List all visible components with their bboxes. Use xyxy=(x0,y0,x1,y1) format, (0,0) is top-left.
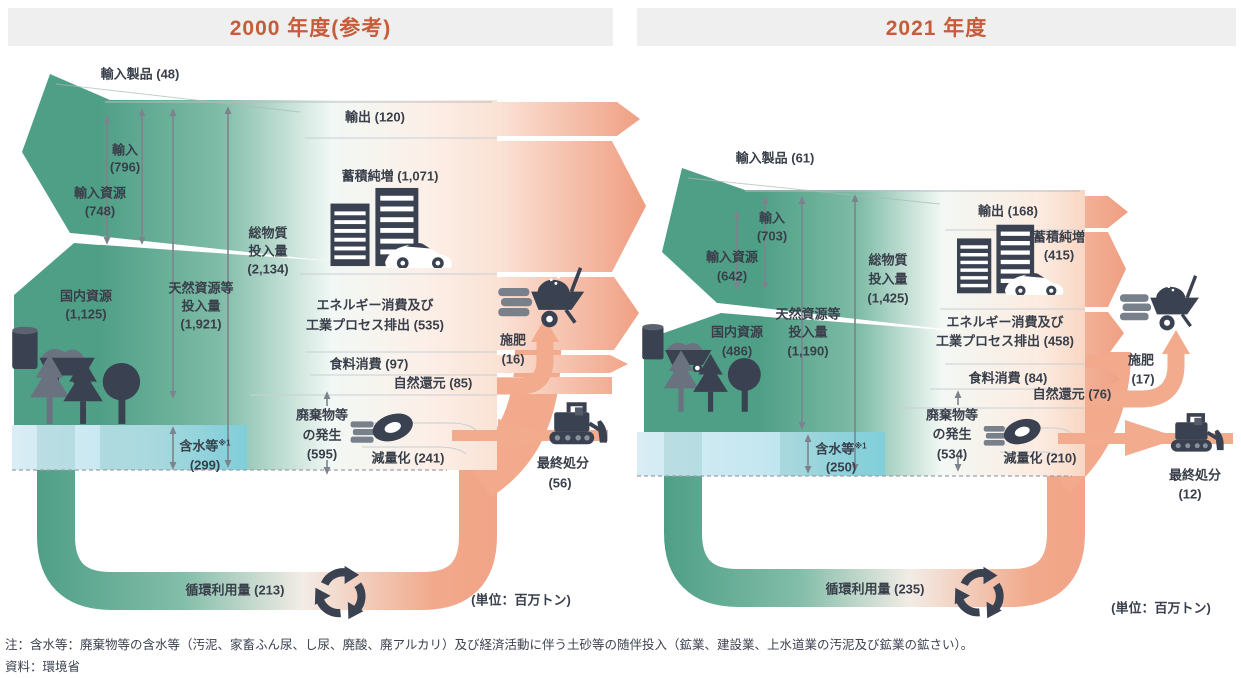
label-imports-value: (703) xyxy=(756,228,788,244)
wedge-notch xyxy=(717,303,970,332)
footnote: 注：含水等：廃棄物等の含水等（汚泥、家畜ふん尿、し尿、廃酸、廃アルカリ）及び経済… xyxy=(5,638,974,652)
label-imports: 輸入 xyxy=(111,142,139,158)
label-cyclic-use: 循環利用量 (235) xyxy=(825,581,925,597)
exports-chevron xyxy=(1085,196,1128,228)
label-fertilizer: 施肥 xyxy=(499,332,527,348)
cyclic-loop-band xyxy=(664,400,1085,607)
label-natural-input: 天然資源等 xyxy=(775,306,841,322)
flow-2000 xyxy=(10,74,646,624)
label-energy: エネルギー消費及び xyxy=(946,314,1064,330)
label-final-disposal-value: (56) xyxy=(548,475,572,491)
label-fertilizer-value: (17) xyxy=(1131,371,1155,387)
fertilizer-arrowhead xyxy=(531,318,559,342)
label-water-value: (299) xyxy=(189,457,221,473)
food-chevron xyxy=(497,355,628,373)
label-natural-input-2: 投入量 xyxy=(181,298,221,314)
label-waste: 廃棄物等 xyxy=(295,407,349,423)
label-fertilizer-value: (16) xyxy=(501,351,525,367)
label-nature-return: 自然還元 (76) xyxy=(1032,386,1112,402)
label-imported-resources-value: (748) xyxy=(84,203,116,219)
label-total-input: 総物質 xyxy=(868,252,908,268)
label-natural-input-value: (1,190) xyxy=(787,343,829,359)
label-natural-input-value: (1,921) xyxy=(180,316,222,332)
fertilizer-arrow-shaft xyxy=(497,340,554,395)
label-final-disposal: 最終処分 xyxy=(1168,467,1222,483)
label-water: 含水等※1 xyxy=(815,441,867,457)
label-total-input-2: 投入量 xyxy=(868,271,908,287)
panel-title-2021: 2021 年度 xyxy=(637,8,1236,46)
stock-chevron xyxy=(497,141,646,272)
label-stock-value: (415) xyxy=(1043,247,1075,263)
label-stock: 蓄積純増 (1,071) xyxy=(341,168,439,184)
label-waste-value: (534) xyxy=(936,446,968,462)
label-total-input: 総物質 xyxy=(248,225,288,241)
label-domestic-resources: 国内資源 xyxy=(59,288,113,304)
label-reduction: 減量化 (210) xyxy=(1003,450,1077,466)
label-waste: 廃棄物等 xyxy=(925,407,979,423)
label-imports: 輸入 xyxy=(758,210,786,226)
wedge-notch xyxy=(70,233,330,261)
bulldozer-icon xyxy=(1169,413,1226,454)
label-imported-resources: 輸入資源 xyxy=(705,249,759,265)
cyclic-loop-band xyxy=(37,340,497,610)
stock-chevron xyxy=(1085,232,1126,307)
fertilizer-wheelbarrow-icon xyxy=(1120,274,1201,333)
label-stock: 蓄積純増 xyxy=(1032,229,1086,245)
label-natural-input: 天然資源等 xyxy=(168,280,234,296)
label-waste-2: の発生 xyxy=(302,427,342,443)
energy-chevron xyxy=(1085,312,1124,355)
water-content-band xyxy=(637,432,885,476)
source-note: 資料：環境省 xyxy=(5,660,81,674)
label-fertilizer: 施肥 xyxy=(1127,352,1155,368)
label-waste-value: (595) xyxy=(306,446,338,462)
label-energy-2: 工業プロセス排出 (458) xyxy=(936,333,1074,349)
fertilizer-arrow-shaft xyxy=(1085,352,1185,408)
label-exports: 輸出 (120) xyxy=(345,109,405,125)
label-total-input-value: (1,425) xyxy=(867,290,909,306)
label-energy-2: 工業プロセス排出 (535) xyxy=(306,317,444,333)
label-cyclic-use: 循環利用量 (213) xyxy=(185,582,285,598)
water-content-band xyxy=(12,425,247,470)
label-nature-return: 自然還元 (85) xyxy=(393,375,473,391)
label-water-value: (250) xyxy=(825,459,857,475)
label-reduction: 減量化 (241) xyxy=(371,450,445,466)
label-unit: (単位：百万トン) xyxy=(471,592,571,608)
label-imported-products: 輸入製品 (61) xyxy=(735,150,815,166)
domestic-wedge xyxy=(644,313,970,432)
label-energy: エネルギー消費及び xyxy=(316,297,434,313)
label-domestic-resources-value: (1,125) xyxy=(65,306,107,322)
label-imported-products: 輸入製品 (48) xyxy=(100,66,180,82)
label-domestic-resources-value: (486) xyxy=(721,343,753,359)
exports-chevron xyxy=(497,102,640,136)
fertilizer-arrowhead xyxy=(1162,330,1190,354)
label-waste-2: の発生 xyxy=(932,426,972,442)
label-food: 食料消費 (97) xyxy=(329,356,409,372)
label-imported-resources: 輸入資源 xyxy=(73,185,127,201)
final-disposal-arrowhead xyxy=(498,419,556,453)
label-natural-input-2: 投入量 xyxy=(788,324,828,340)
label-final-disposal-value: (12) xyxy=(1178,486,1202,502)
label-food: 食料消費 (84) xyxy=(968,370,1048,386)
label-imports-value: (796) xyxy=(109,159,141,175)
label-exports: 輸出 (168) xyxy=(978,203,1038,219)
label-unit: (単位：百万トン) xyxy=(1111,600,1211,616)
label-final-disposal: 最終処分 xyxy=(536,455,590,471)
panel-title-2000: 2000 年度(参考) xyxy=(8,8,613,46)
label-total-input-2: 投入量 xyxy=(248,243,288,259)
label-water: 含水等※1 xyxy=(179,438,231,454)
food-chevron xyxy=(1085,368,1120,390)
label-total-input-value: (2,134) xyxy=(247,261,289,277)
final-disposal-arrowhead xyxy=(1125,420,1180,456)
label-domestic-resources: 国内資源 xyxy=(710,324,764,340)
label-imported-resources-value: (642) xyxy=(716,268,748,284)
flow-2021 xyxy=(637,168,1233,623)
